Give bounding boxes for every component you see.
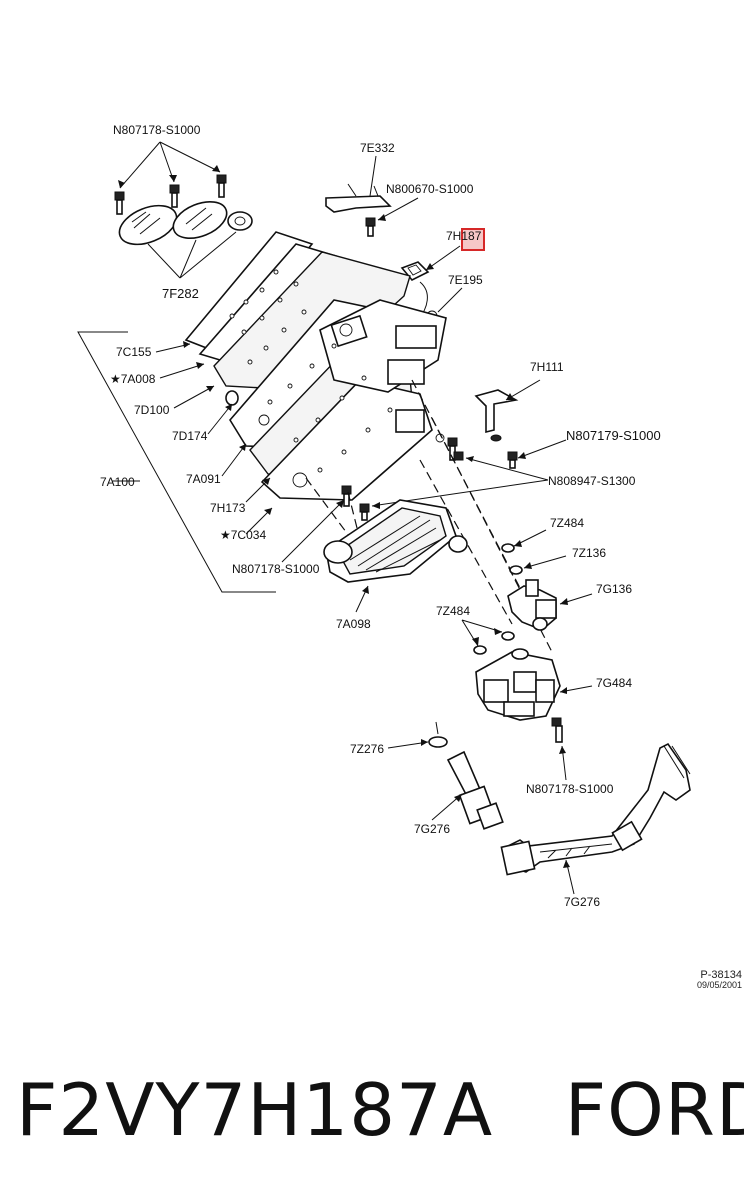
part-number: F2VY7H187A	[16, 1068, 494, 1152]
bracket-7e332	[325, 155, 419, 237]
label-7g276-a: 7G276	[414, 822, 450, 836]
connector-block	[387, 325, 445, 443]
label-7h187: 7H187	[446, 229, 482, 243]
bracket-7h111	[474, 379, 567, 469]
label-7a098: 7A098	[336, 617, 371, 631]
label-7h111: 7H111	[530, 360, 564, 374]
label-n807178-mid: N807178-S1000	[232, 562, 320, 576]
valve-body-holes	[229, 269, 393, 488]
label-7c034: ★7C034	[220, 528, 266, 542]
label-7g276-b: 7G276	[564, 895, 600, 909]
sensor-7g276	[387, 721, 504, 830]
label-n800670: N800670-S1000	[386, 182, 474, 196]
label-7g484: 7G484	[596, 676, 632, 690]
label-7e332: 7E332	[360, 141, 395, 155]
label-7z276: 7Z276	[350, 742, 384, 756]
reference-date: 09/05/2001	[697, 980, 742, 990]
exploded-parts-diagram: N807178-S1000 7E332 N800670-S1000 7H187 …	[77, 123, 742, 990]
seals-7z484	[461, 619, 515, 655]
bolt	[169, 184, 180, 208]
bolt	[114, 191, 125, 215]
wiring-harness-7g276	[500, 742, 691, 895]
filter-7a098	[323, 499, 468, 613]
check-ball-7d174	[225, 390, 239, 406]
cover-plate-7f282	[118, 201, 253, 279]
solenoid-7g484	[475, 648, 593, 781]
part-caption: F2VY7H187A FORD	[16, 1060, 744, 1160]
label-7z484-b: 7Z484	[436, 604, 470, 618]
label-7e195: 7E195	[448, 273, 483, 287]
label-7f282: 7F282	[162, 286, 199, 301]
label-7c155: 7C155	[116, 345, 152, 359]
label-n808947: N808947-S1300	[548, 474, 636, 488]
left-leaders	[155, 341, 345, 563]
label-7z136: 7Z136	[572, 546, 606, 560]
label-7z484-a: 7Z484	[550, 516, 584, 530]
reference-stamp: P-38134 09/05/2001	[697, 969, 742, 990]
label-n807178-top: N807178-S1000	[113, 123, 201, 137]
label-7h173: 7H173	[210, 501, 246, 515]
label-7a091: 7A091	[186, 472, 221, 486]
label-n807178-low: N807178-S1000	[526, 782, 614, 796]
assembly-bracket-7a100	[77, 331, 276, 593]
highlight-box	[461, 228, 485, 251]
label-7a100: 7A100	[100, 475, 135, 489]
brand-name: FORD	[564, 1068, 744, 1152]
label-7d174: 7D174	[172, 429, 208, 443]
reference-code: P-38134	[700, 969, 742, 981]
bolt	[216, 174, 227, 198]
label-7g136: 7G136	[596, 582, 632, 596]
label-7d100: 7D100	[134, 403, 170, 417]
solenoid-7g136	[501, 529, 593, 631]
alignment-lines	[305, 379, 553, 653]
part-labels: N807178-S1000 7E332 N800670-S1000 7H187 …	[100, 123, 661, 909]
top-bolts-group	[114, 141, 227, 215]
label-n807179: N807179-S1000	[566, 428, 661, 443]
label-7a008: ★7A008	[110, 372, 156, 386]
